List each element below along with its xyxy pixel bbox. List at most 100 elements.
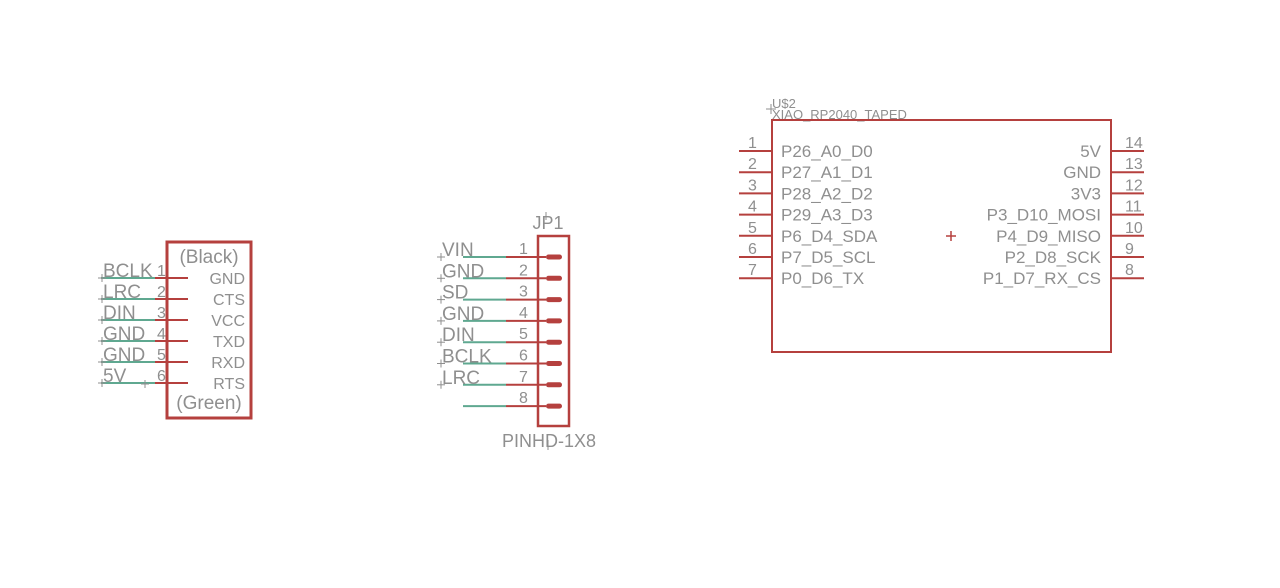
u2-left-pin[interactable]: 7 P0_D6_TX (739, 262, 864, 288)
ftdi-pin-number: 1 (157, 263, 166, 280)
ftdi-pin[interactable]: GND 4 TXD (98, 324, 245, 351)
jp1-pin-number: 7 (519, 369, 528, 386)
jp1-pin[interactable]: 3 SD (437, 283, 562, 304)
ftdi-pin-number: 3 (157, 305, 166, 322)
ftdi-net-label: GND (103, 324, 145, 345)
u2-pin-number: 8 (1125, 262, 1134, 279)
u2-pin-name: P28_A2_D2 (781, 184, 873, 203)
jp1-pin[interactable]: 1 VIN (437, 240, 562, 261)
jp1-pin[interactable]: 8 (463, 390, 562, 409)
u2-value-label: XIAO_RP2040_TAPED (772, 107, 907, 122)
jp1-pin[interactable]: 5 DIN (437, 325, 562, 347)
ftdi-header-body (165, 240, 253, 420)
jp1-net-label: GND (442, 261, 484, 282)
ftdi-pin-name: VCC (211, 313, 245, 330)
ftdi-pin[interactable]: LRC 2 CTS (98, 282, 245, 309)
u2-pin-number: 5 (748, 220, 757, 237)
jp1-pin-pad (546, 382, 562, 388)
u2-pin-name: 5V (1080, 142, 1101, 161)
u2-name-label: U$2 (772, 96, 796, 111)
ftdi-pin[interactable]: 5V 6 RTS (98, 366, 245, 393)
u2-pin-number: 11 (1125, 199, 1142, 216)
ftdi-net-label: GND (103, 345, 145, 366)
ftdi-pin-name: RTS (213, 376, 245, 393)
jp1-pin-number: 6 (519, 348, 528, 365)
u2-pin-name: GND (1063, 163, 1101, 182)
jp1-name-label: JP1 (532, 213, 563, 233)
jp1-body (536, 234, 571, 428)
ftdi-pin-number: 6 (157, 368, 166, 385)
jp1-net-label: GND (442, 304, 484, 325)
jp1-pin-number: 3 (519, 284, 528, 301)
jp1-pin-pad (546, 339, 562, 345)
jp1-pin[interactable]: 6 BCLK (437, 347, 562, 368)
ftdi-pin-name: CTS (213, 292, 245, 309)
ftdi-pin-number: 4 (157, 326, 166, 343)
ftdi-net-label: LRC (103, 282, 141, 303)
jp1-pin-pad (546, 318, 562, 324)
ftdi-net-label: DIN (103, 303, 136, 324)
ftdi-pin[interactable]: DIN 3 VCC (98, 303, 245, 330)
ftdi-pin-name: TXD (213, 334, 245, 351)
u2-pin-number: 9 (1125, 241, 1134, 258)
jp1-pin-pad (546, 275, 562, 281)
u2-pin-number: 7 (748, 262, 757, 279)
jp1-net-label: SD (442, 283, 468, 304)
jp1-pin-pad (546, 297, 562, 303)
u2-right-pin[interactable]: 8 P1_D7_RX_CS (983, 262, 1144, 288)
u2-pin-name: P1_D7_RX_CS (983, 269, 1101, 288)
jp1-value-label: PINHD-1X8 (502, 431, 596, 451)
jp1-pin-number: 5 (519, 326, 528, 343)
jp1-pin-number: 1 (519, 241, 528, 258)
u2-pin-number: 10 (1125, 220, 1143, 237)
ftdi-pin-number: 2 (157, 284, 166, 301)
u2-pin-number: 4 (748, 199, 757, 216)
u2-left-pin[interactable]: 6 P7_D5_SCL (739, 241, 876, 267)
u2-pin-name: P7_D5_SCL (781, 248, 876, 267)
jp1-net-label: LRC (442, 368, 480, 389)
u2-left-pin[interactable]: 4 P29_A3_D3 (739, 199, 873, 225)
u2-right-pin[interactable]: 14 5V (1080, 135, 1144, 161)
u2-right-pin[interactable]: 10 P4_D9_MISO (996, 220, 1144, 246)
jp1-pin-pad (546, 361, 562, 366)
u2-pin-name: P4_D9_MISO (996, 227, 1101, 246)
u2-left-pin[interactable]: 5 P6_D4_SDA (739, 220, 878, 246)
jp1-pin[interactable]: 7 LRC (437, 368, 562, 389)
ftdi-net-label: 5V (103, 366, 127, 387)
u2-pin-name: P29_A3_D3 (781, 206, 873, 225)
u2-pin-name: P26_A0_D0 (781, 142, 873, 161)
u2-pin-name: P6_D4_SDA (781, 227, 878, 246)
u2-pin-number: 2 (748, 156, 757, 173)
u2-pin-number: 13 (1125, 156, 1143, 173)
jp1-net-label: BCLK (442, 347, 492, 368)
jp1-net-label: DIN (442, 325, 475, 346)
u2-pin-number: 12 (1125, 177, 1143, 194)
ftdi-top-label: (Black) (179, 247, 238, 268)
u2-pin-name: P0_D6_TX (781, 269, 864, 288)
u2-right-pin[interactable]: 13 GND (1063, 156, 1144, 182)
jp1-net-label: VIN (442, 240, 474, 261)
jp1-pin-pad (546, 254, 562, 260)
u2-pin-name: P3_D10_MOSI (987, 206, 1101, 225)
u2-right-pin[interactable]: 11 P3_D10_MOSI (987, 199, 1144, 225)
ftdi-pin-name: RXD (211, 355, 245, 372)
ftdi-net-label: BCLK (103, 261, 153, 282)
u2-pin-name: P2_D8_SCK (1005, 248, 1102, 267)
u2-pin-number: 14 (1125, 135, 1143, 152)
u2-right-pin[interactable]: 9 P2_D8_SCK (1005, 241, 1144, 267)
u2-pin-number: 6 (748, 241, 757, 258)
jp1-pin-pad (546, 403, 562, 409)
jp1-pin-number: 8 (519, 390, 528, 407)
